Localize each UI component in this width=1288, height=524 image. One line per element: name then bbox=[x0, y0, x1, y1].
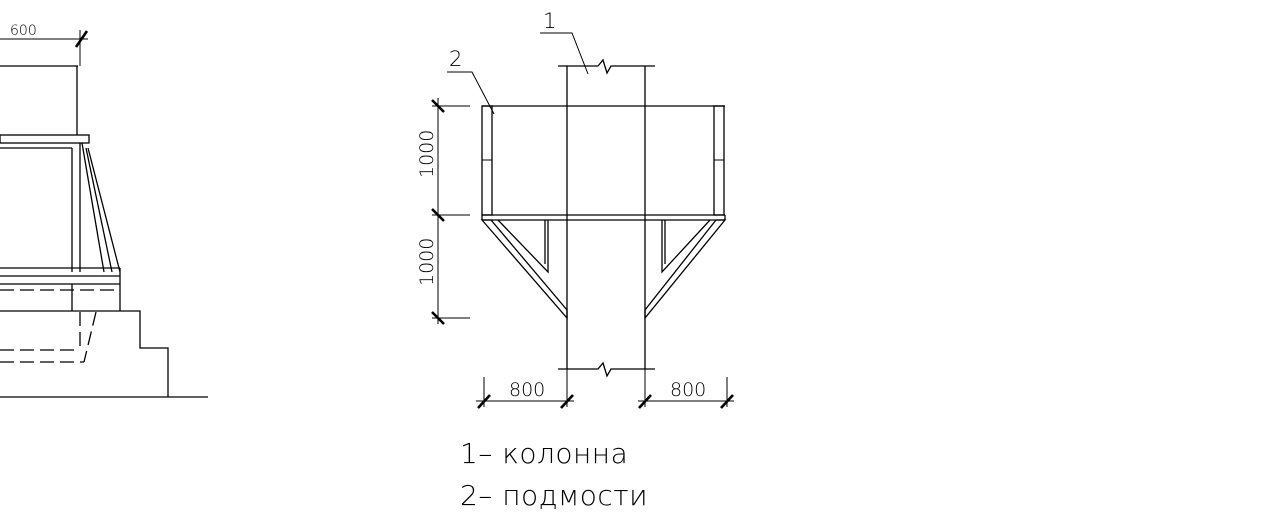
legend-item-scaffold: 2– подмости bbox=[460, 479, 648, 512]
callout-1-label: 1 bbox=[543, 9, 556, 33]
bracket-left-diagonal bbox=[480, 219, 568, 320]
bracket-left-inner bbox=[497, 219, 549, 274]
horizontal-dimension-left: 800 bbox=[476, 369, 574, 409]
column-break-top bbox=[558, 58, 655, 75]
vdim-upper-label: 1000 bbox=[416, 130, 438, 178]
vdim-tick-mid bbox=[431, 208, 445, 222]
callout-2: 2 bbox=[447, 47, 495, 115]
scaffold bbox=[480, 105, 727, 320]
bracket-right-diagonal bbox=[644, 219, 727, 320]
column-break-bottom bbox=[558, 361, 655, 378]
callout-2-leader bbox=[447, 71, 495, 115]
column bbox=[558, 58, 655, 378]
hdim-left-tick-1 bbox=[477, 394, 491, 409]
main-view: 1 2 1000 1000 800 bbox=[416, 9, 734, 409]
callout-1: 1 bbox=[540, 9, 589, 75]
hdim-right-tick-1 bbox=[638, 394, 652, 409]
left-brace-3 bbox=[87, 147, 121, 273]
hdim-left-label: 800 bbox=[509, 379, 545, 401]
left-dim-tick bbox=[74, 30, 89, 48]
vertical-dimensions: 1000 1000 bbox=[416, 98, 470, 325]
hdim-right-tick-2 bbox=[720, 394, 734, 409]
horizontal-dimension-right: 800 bbox=[638, 369, 734, 409]
callout-2-label: 2 bbox=[449, 47, 462, 71]
hdim-right-label: 800 bbox=[670, 379, 706, 401]
bracket-right-inner bbox=[661, 219, 711, 274]
legend-item-column: 1– колонна bbox=[460, 437, 628, 470]
vdim-tick-bottom bbox=[431, 311, 445, 325]
left-handrail bbox=[0, 134, 90, 144]
left-steps bbox=[120, 310, 169, 397]
hdim-left-tick-2 bbox=[560, 394, 574, 409]
callout-1-leader bbox=[540, 32, 589, 75]
left-dim-600: 600 bbox=[10, 23, 37, 39]
left-side-view: 600 bbox=[0, 23, 208, 398]
vdim-tick-top bbox=[431, 99, 445, 113]
left-hidden-5 bbox=[83, 311, 97, 363]
left-brace-2 bbox=[85, 147, 113, 273]
left-brace-1 bbox=[81, 142, 105, 273]
vdim-lower-label: 1000 bbox=[416, 238, 438, 286]
legend: 1– колонна 2– подмости bbox=[460, 437, 648, 512]
